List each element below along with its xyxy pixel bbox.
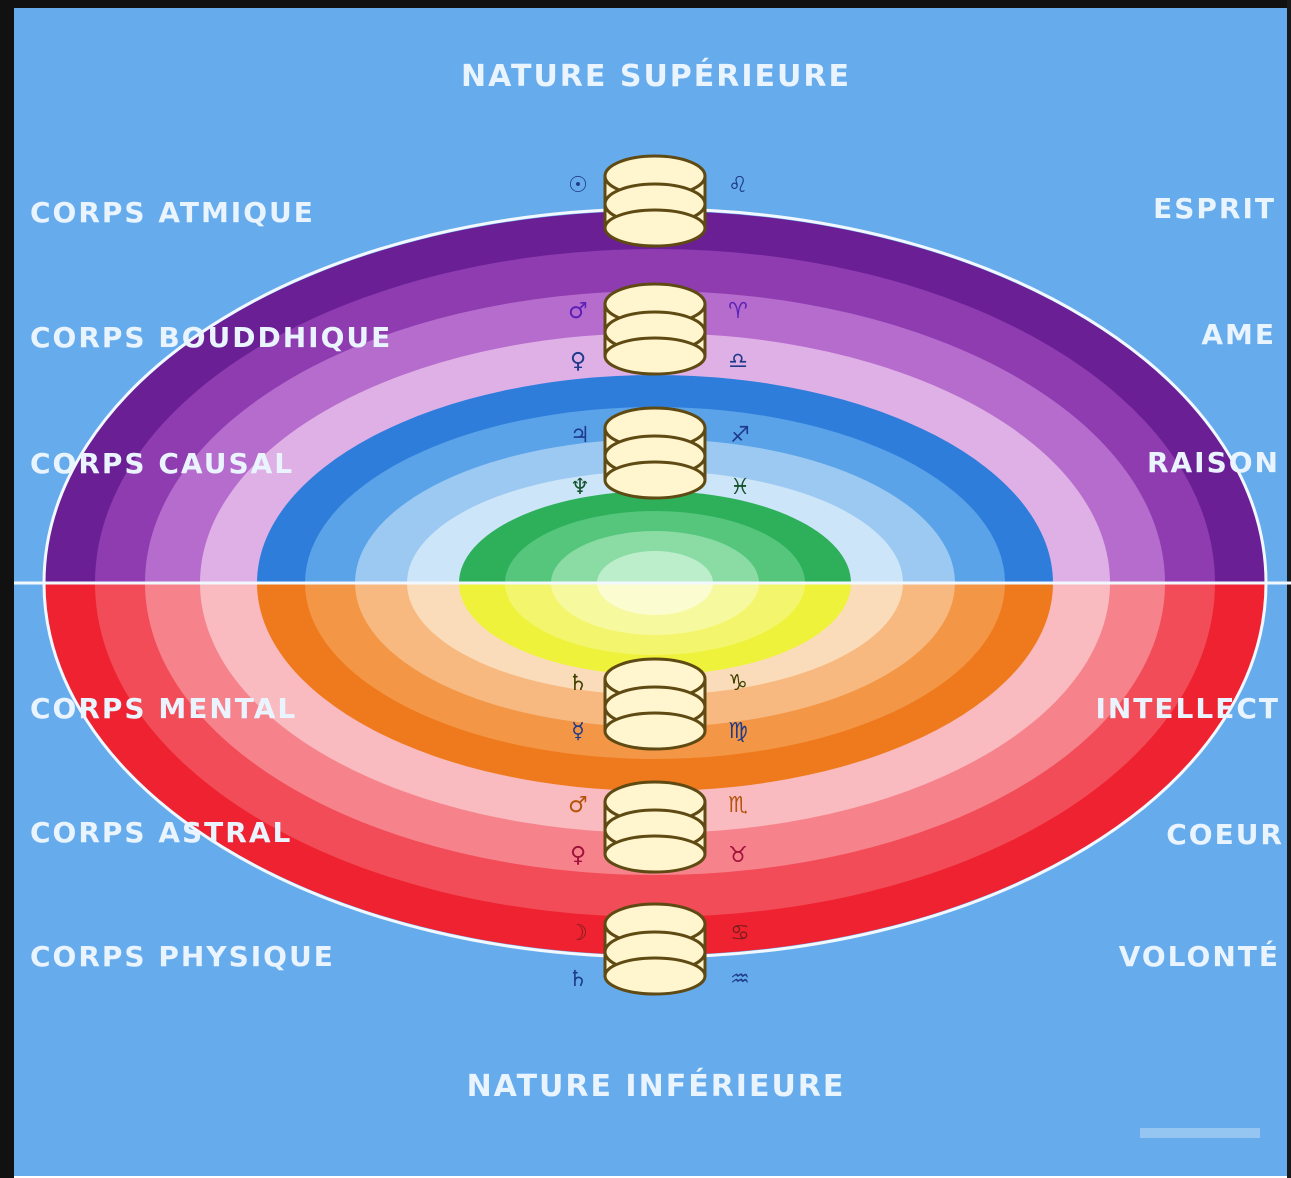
bottom-title: NATURE INFÉRIEURE [467,1068,846,1104]
venus-symbol-2-icon: ♀ [570,843,586,868]
mars-symbol-2-icon: ♂ [568,793,588,818]
cancer-symbol-icon: ♋ [730,921,750,946]
capricorn-symbol-icon: ♑ [728,671,748,696]
coil-icon-1 [605,156,705,246]
virgo-symbol-icon: ♍ [728,719,748,744]
right-label-volonte: VOLONTÉ [1119,939,1280,973]
mars-symbol-icon: ♂ [568,299,588,324]
right-label-intellect: INTELLECT [1095,692,1280,725]
right-label-esprit: ESPRIT [1153,192,1276,225]
pisces-symbol-icon: ♓ [730,475,750,500]
right-label-coeur: COEUR [1166,818,1284,851]
mercury-symbol-icon: ☿ [571,719,585,744]
left-label-mental: CORPS MENTAL [30,692,297,725]
jupiter-symbol-icon: ♃ [570,423,590,448]
scorpio-symbol-icon: ♏ [728,793,748,818]
saturn-symbol-icon: ♄ [568,671,588,696]
coil-icon-3 [605,408,705,498]
aries-symbol-icon: ♈ [728,299,748,324]
coil-icon-6 [605,904,705,994]
signature-mark [1140,1128,1260,1138]
right-label-ame: AME [1201,318,1276,351]
top-title: NATURE SUPÉRIEURE [461,58,851,94]
left-label-astral: CORPS ASTRAL [30,816,292,849]
saturn-symbol-2-icon: ♄ [568,967,588,992]
left-label-atmique: CORPS ATMIQUE [30,196,315,229]
right-label-raison: RAISON [1147,446,1280,479]
left-label-causal: CORPS CAUSAL [30,447,294,480]
libra-symbol-icon: ♎ [728,349,748,374]
neptune-symbol-icon: ♆ [570,475,590,500]
left-label-bouddhique: CORPS BOUDDHIQUE [30,321,392,354]
leo-symbol-icon: ♌ [728,173,748,198]
aquarius-symbol-icon: ♒ [730,967,750,992]
venus-symbol-icon: ♀ [570,349,586,374]
coil-icon-5 [605,782,705,872]
coil-icon-4 [605,659,705,749]
sagittarius-symbol-icon: ♐ [730,423,750,448]
moon-symbol-icon: ☽ [568,921,588,946]
taurus-symbol-icon: ♉ [728,843,748,868]
left-label-physique: CORPS PHYSIQUE [30,940,335,973]
sun-symbol-icon: ☉ [568,173,588,198]
coil-icon-2 [605,284,705,374]
